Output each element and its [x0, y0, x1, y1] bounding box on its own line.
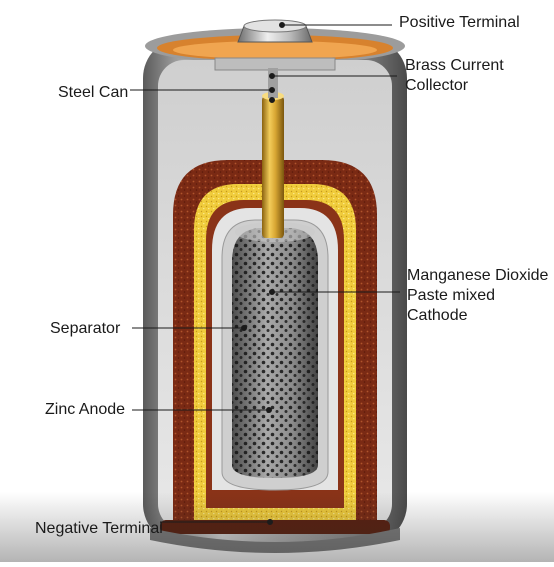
label-brass-current-collector: Brass Current Collector: [405, 57, 504, 94]
brass-current-collector: [262, 96, 284, 238]
negative-terminal-plate: [160, 520, 390, 534]
leader-lines: [130, 22, 400, 525]
label-steel-can: Steel Can: [58, 84, 129, 101]
label-negative-terminal: Negative Terminal: [35, 520, 163, 537]
label-zinc-anode: Zinc Anode: [45, 401, 126, 418]
label-cathode: Manganese Dioxide Paste mixed Cathode: [407, 267, 549, 324]
label-positive-terminal: Positive Terminal: [399, 14, 520, 31]
label-separator: Separator: [50, 320, 121, 337]
